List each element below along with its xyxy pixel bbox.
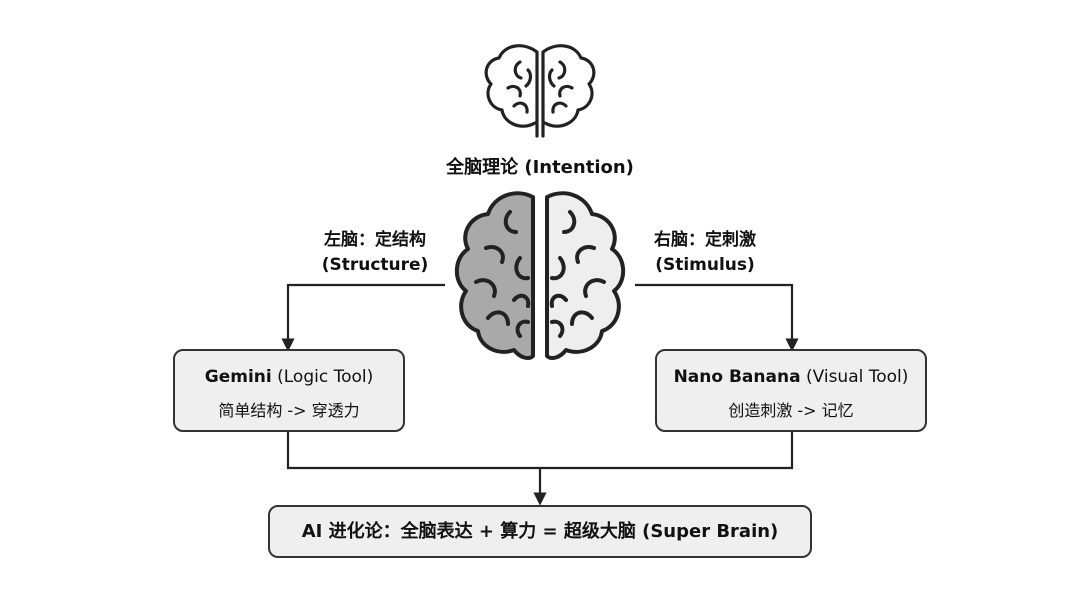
super-brain-box: AI 进化论：全脑表达 + 算力 = 超级大脑 (Super Brain) [268, 505, 812, 558]
nano-banana-box: Nano Banana (Visual Tool) 创造刺激 -> 记忆 [655, 349, 927, 432]
nano-banana-box-title-row: Nano Banana (Visual Tool) [657, 367, 925, 387]
connector-lines [281, 283, 799, 506]
right-label-line1: 右脑：定刺激 [654, 230, 756, 250]
nano-banana-box-title: Nano Banana [673, 367, 801, 387]
gemini-box-desc: 简单结构 -> 穿透力 [218, 401, 360, 420]
gemini-box-subtitle: (Logic Tool) [277, 367, 374, 387]
right-connector [635, 283, 799, 352]
right-label: 右脑：定刺激 (Stimulus) [630, 228, 780, 278]
left-label: 左脑：定结构 (Structure) [300, 228, 450, 278]
gemini-box: Gemini (Logic Tool) 简单结构 -> 穿透力 [173, 349, 405, 432]
left-label-line1: 左脑：定结构 [324, 230, 426, 250]
nano-banana-box-desc: 创造刺激 -> 记忆 [728, 401, 854, 420]
left-connector [281, 283, 445, 352]
right-label-line2: (Stimulus) [655, 255, 755, 275]
right-hemisphere [545, 191, 626, 360]
left-hemisphere [454, 191, 535, 360]
left-label-line2: (Structure) [321, 255, 429, 275]
merge-connector [286, 432, 794, 470]
nano-banana-box-subtitle: (Visual Tool) [805, 367, 909, 387]
gemini-box-title-row: Gemini (Logic Tool) [175, 367, 403, 387]
center-brain-icon [454, 191, 626, 360]
gemini-box-title: Gemini [204, 367, 272, 387]
top-brain-icon [484, 44, 596, 138]
top-title: 全脑理论 (Intention) [446, 157, 634, 178]
